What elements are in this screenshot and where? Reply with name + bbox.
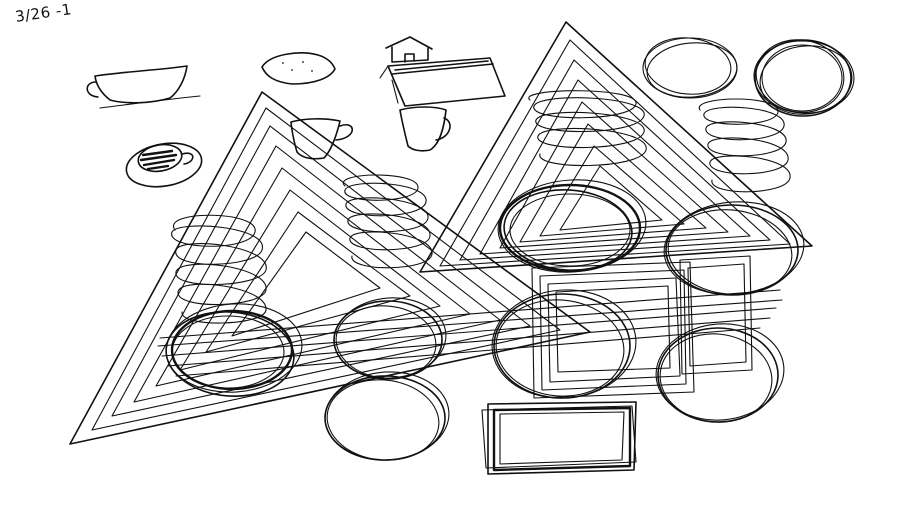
circle-lower-left (165, 303, 303, 398)
connecting-lines (157, 289, 783, 377)
circle-lower-center (491, 289, 637, 399)
house-sketch (379, 36, 506, 107)
mug-sketch (290, 118, 354, 160)
coffee-cup-on-saucer-sketch (125, 142, 203, 188)
circle-lower-mid (333, 297, 447, 380)
rect-bottom (481, 401, 637, 475)
circle-middle-large (497, 179, 647, 273)
circle-middle-right (663, 201, 805, 296)
teacup-sketch (86, 65, 201, 109)
circle-top-right-b (753, 39, 855, 117)
small-cup-sketch (399, 106, 451, 152)
scribbled-rectangles (481, 255, 753, 475)
lemon-sketch (261, 52, 336, 85)
circle-top-right-a (642, 37, 738, 99)
left-triangle-spiral (69, 91, 591, 445)
scribbled-circles (165, 37, 855, 461)
loop-springs (171, 90, 791, 324)
circle-bottom-left (324, 371, 450, 461)
rect-center-stack (531, 261, 695, 399)
rect-right-stack (679, 255, 753, 375)
